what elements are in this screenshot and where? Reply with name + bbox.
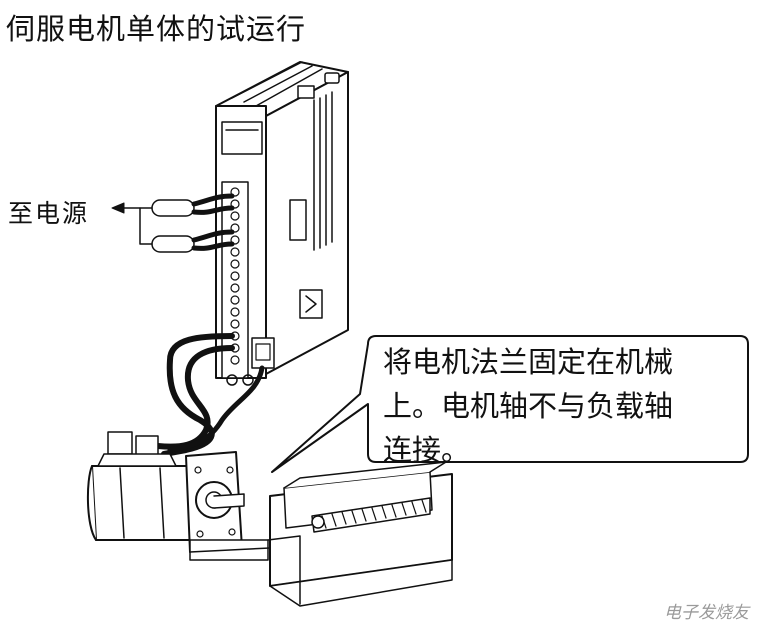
callout-line: 将电机法兰固定在机械 [383, 345, 674, 379]
to-power-supply-label: 至电源 [8, 199, 90, 228]
callout-text: 将电机法兰固定在机械 上。电机轴不与负载轴 连接。 [383, 340, 743, 472]
callout-line: 连接。 [383, 433, 471, 467]
motor-cables [155, 333, 265, 457]
servo-drive [215, 61, 349, 386]
callout-box [271, 335, 749, 473]
callout-line: 上。电机轴不与负载轴 [383, 389, 674, 423]
watermark-logo: 电子发烧友 [664, 603, 749, 623]
power-cables [111, 193, 235, 253]
servo-motor [86, 431, 245, 553]
machine-linear-stage [189, 461, 453, 607]
diagram-title: 伺服电机单体的试运行 [6, 12, 307, 46]
